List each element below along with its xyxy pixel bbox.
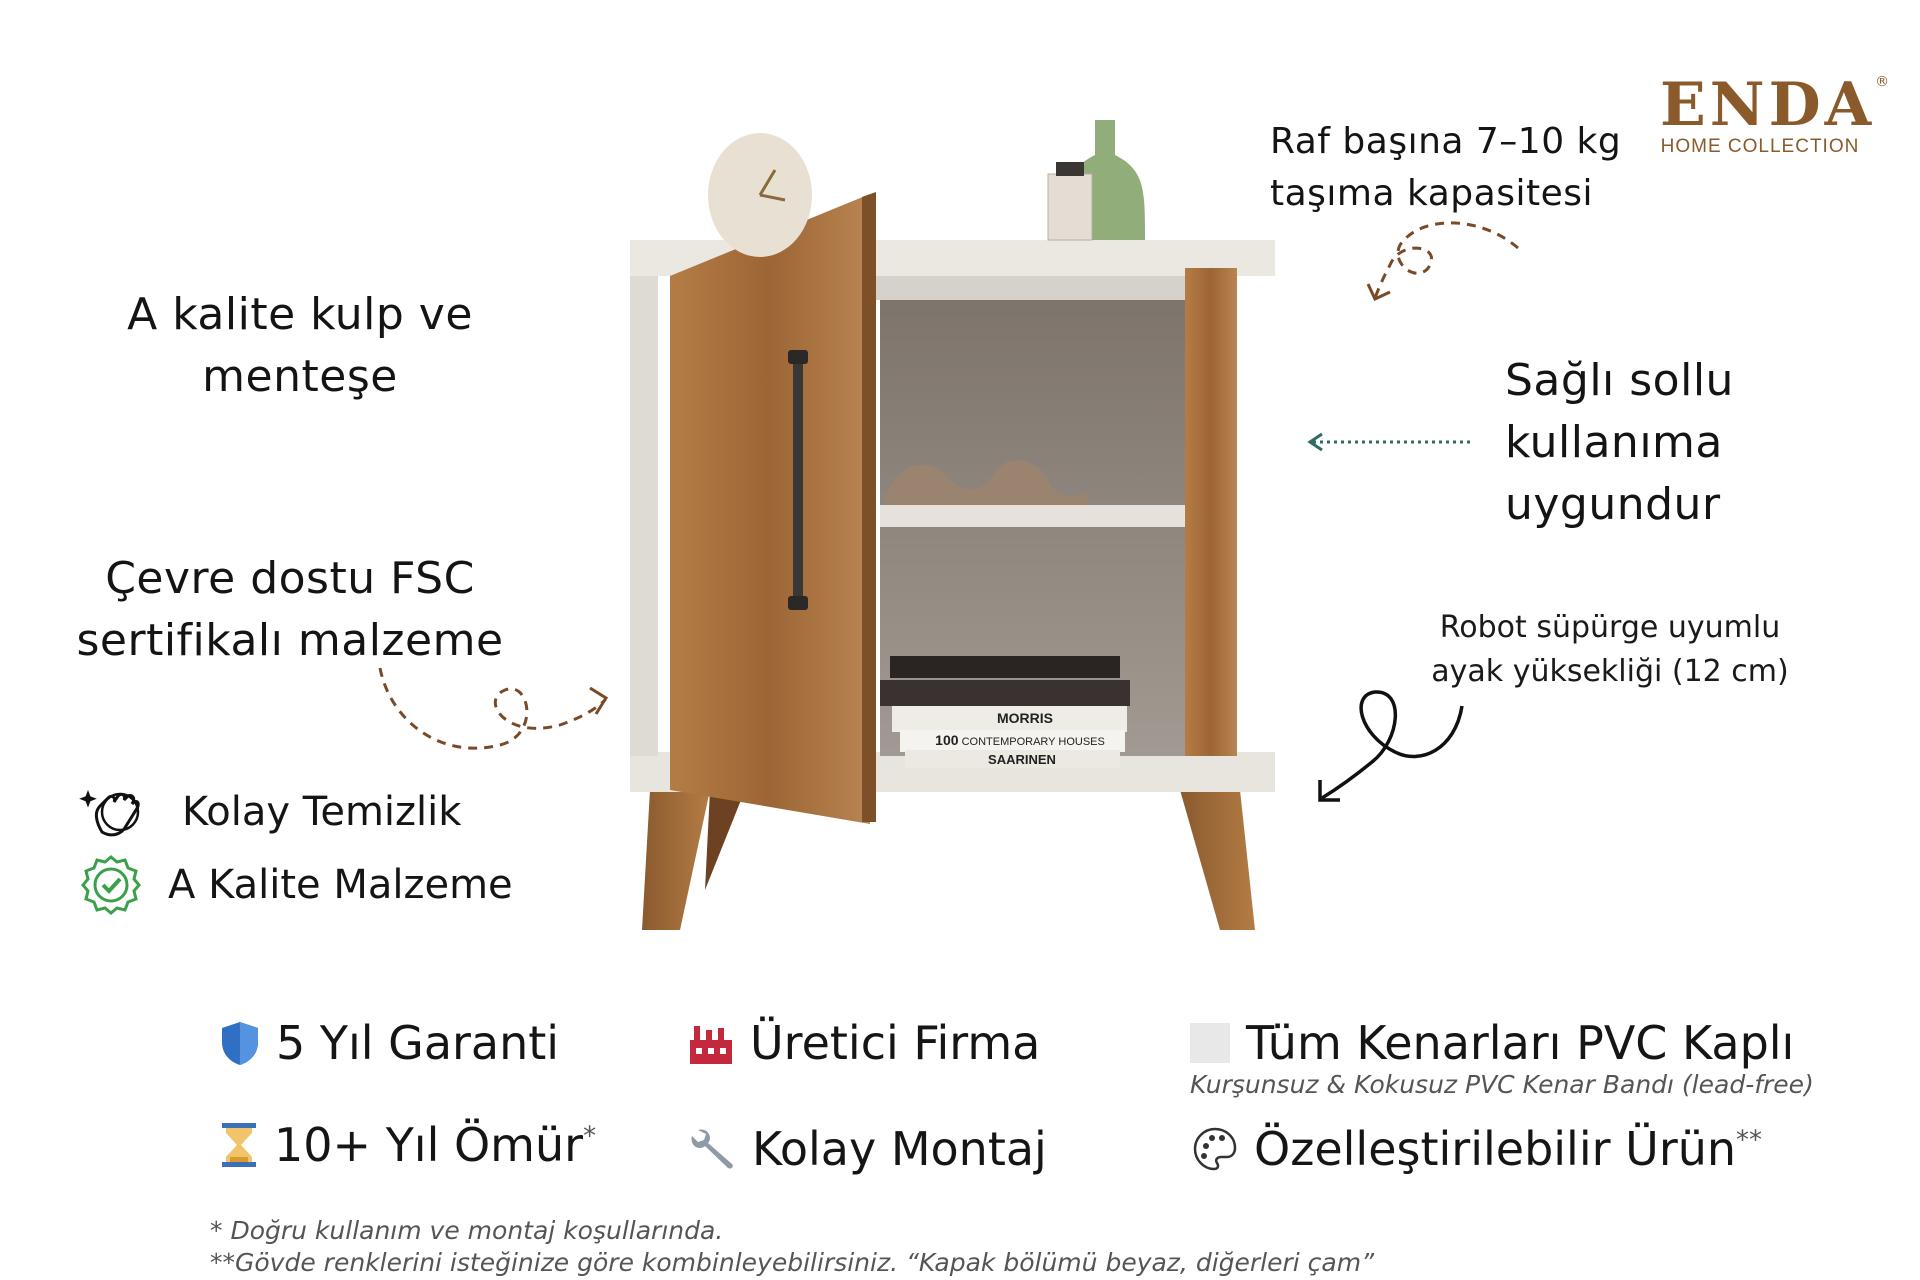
reversible-arrow-head: [1307, 432, 1323, 452]
custom-mark: **: [1736, 1125, 1763, 1156]
easy-clean-label: Kolay Temizlik: [182, 789, 462, 835]
handle-callout-line1: A kalite kulp ve: [127, 289, 473, 340]
registered-mark: ®: [1875, 74, 1890, 90]
decor-jar: [1047, 173, 1093, 241]
custom-label: Özelleştirilebilir Ürün**: [1254, 1122, 1763, 1176]
lifetime-label: 10+ Yıl Ömür*: [274, 1118, 597, 1172]
interior-top-lip: [870, 276, 1215, 300]
leg-back-left: [705, 790, 745, 890]
robot-callout: Robot süpürge uyumlu ayak yüksekliği (12…: [1400, 606, 1820, 694]
handle-callout-line2: menteşe: [202, 351, 398, 402]
square-icon: [1190, 1023, 1230, 1063]
assembly-label: Kolay Montaj: [752, 1122, 1047, 1176]
brand-tagline: HOME COLLECTION: [1660, 136, 1860, 157]
book-saarinen: SAARINEN: [988, 752, 1056, 767]
fsc-callout-line1: Çevre dostu FSC: [105, 553, 475, 604]
bottom-warranty: 5 Yıl Garanti: [220, 1016, 559, 1070]
bottom-custom: Özelleştirilebilir Ürün**: [1192, 1122, 1762, 1176]
reversible-line1: Sağlı sollu: [1505, 355, 1734, 406]
shelf-capacity-line1: Raf başına 7–10 kg: [1270, 121, 1622, 162]
shelf-arrow-head: [1366, 283, 1391, 301]
hourglass-icon: [222, 1123, 256, 1167]
shelf-capacity-callout: Raf başına 7–10 kg taşıma kapasitesi: [1270, 116, 1640, 220]
palette-icon: [1193, 1127, 1237, 1171]
reversible-callout: Sağlı sollu kullanıma uygundur: [1505, 350, 1835, 536]
side-panel-left: [630, 276, 658, 756]
footnote-1: * Doğru kullanım ve montaj koşullarında.: [210, 1216, 724, 1245]
reversible-line2: kullanıma: [1505, 417, 1723, 468]
side-panel-right: [1185, 268, 1237, 756]
wrench-icon: [691, 1129, 733, 1169]
bottom-manufacturer: Üretici Firma: [688, 1016, 1040, 1070]
shelf-capacity-line2: taşıma kapasitesi: [1270, 173, 1593, 214]
door-edge: [862, 192, 876, 822]
quality-material-label: A Kalite Malzeme: [168, 862, 513, 908]
robot-arrow-head: [1318, 780, 1340, 802]
door-handle: [793, 360, 803, 600]
robot-line2: ayak yüksekliği (12 cm): [1431, 654, 1789, 689]
bottom-assembly: Kolay Montaj: [690, 1122, 1047, 1176]
footnote-2: **Gövde renklerini isteğinize göre kombi…: [210, 1248, 1375, 1277]
leg-front-left: [642, 790, 710, 930]
check-badge-icon: [81, 855, 141, 915]
shelf-sculpture: [885, 460, 1088, 505]
reversible-line3: uygundur: [1505, 479, 1721, 530]
middle-shelf: [880, 505, 1200, 527]
pvc-label: Tüm Kenarları PVC Kaplı: [1246, 1016, 1795, 1070]
robot-arrow: [1321, 690, 1464, 800]
robot-line1: Robot süpürge uyumlu: [1439, 610, 1781, 645]
feature-easy-clean: Kolay Temizlik: [74, 782, 461, 842]
book-contemporary: 100 CONTEMPORARY HOUSES: [935, 732, 1105, 748]
warranty-label: 5 Yıl Garanti: [276, 1016, 560, 1070]
sparkle-hand-icon: [79, 790, 140, 837]
book-morris: MORRIS: [997, 710, 1053, 726]
pvc-note: Kurşunsuz & Kokusuz PVC Kenar Bandı (lea…: [1190, 1070, 1814, 1099]
bottom-lifetime: 10+ Yıl Ömür*: [220, 1118, 596, 1172]
fsc-arrow-head: [589, 686, 609, 715]
brand-logo: ENDA ® HOME COLLECTION: [1660, 70, 1889, 158]
shield-icon: [222, 1022, 258, 1065]
handle-callout: A kalite kulp ve menteşe: [100, 284, 500, 408]
fsc-callout-line2: sertifikalı malzeme: [76, 615, 504, 666]
brand-name: ENDA: [1660, 70, 1876, 140]
leg-front-right: [1180, 790, 1255, 930]
factory-icon: [690, 1026, 732, 1064]
shelf-arrow: [1373, 221, 1519, 299]
fsc-arrow: [378, 667, 607, 750]
manufacturer-label: Üretici Firma: [750, 1016, 1041, 1070]
bottom-pvc: Tüm Kenarları PVC Kaplı Kurşunsuz & Koku…: [1190, 1016, 1814, 1099]
feature-quality-material: A Kalite Malzeme: [80, 854, 513, 916]
open-door: [670, 194, 870, 824]
books: MORRIS 100 CONTEMPORARY HOUSES SAARINEN: [880, 656, 1130, 768]
product-nightstand: MORRIS 100 CONTEMPORARY HOUSES SAARINEN: [630, 120, 1275, 930]
fsc-callout: Çevre dostu FSC sertifikalı malzeme: [60, 548, 520, 672]
lifetime-mark: *: [583, 1121, 597, 1152]
